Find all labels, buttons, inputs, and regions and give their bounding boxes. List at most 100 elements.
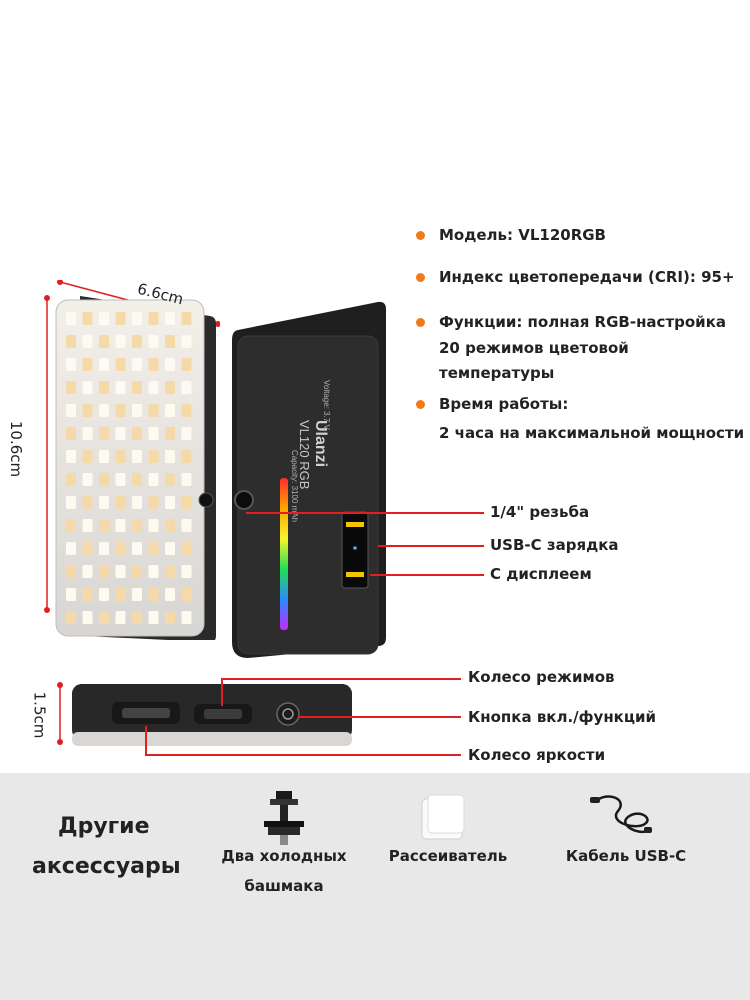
led [66, 496, 76, 509]
led [165, 358, 175, 371]
bullet-icon [416, 273, 425, 282]
led [165, 404, 175, 417]
led [181, 565, 192, 578]
callout-line-mode-v [221, 678, 223, 706]
led [132, 473, 142, 486]
led [99, 312, 109, 325]
led [181, 450, 192, 463]
led [115, 450, 126, 463]
led [82, 611, 93, 624]
led [115, 404, 126, 417]
led [66, 312, 76, 325]
led [148, 565, 159, 578]
diffuser-icon [421, 794, 465, 840]
callout-line-bright [145, 754, 461, 756]
led [181, 588, 192, 601]
led [66, 404, 76, 417]
led [82, 542, 93, 555]
led [148, 473, 159, 486]
led [148, 496, 159, 509]
spec-functions-3: температуры [439, 364, 555, 382]
led [165, 611, 175, 624]
spec-cri: Индекс цветопередачи (CRI): 95+ [439, 268, 735, 286]
usb-c-cable-icon [590, 795, 652, 834]
callout-line-power [298, 716, 461, 718]
led [115, 473, 126, 486]
dimension-height: 10.6cm [7, 420, 26, 478]
accessories-section: Другие аксессуары Два холодных башмака Р… [0, 773, 750, 1000]
led [181, 427, 192, 440]
device-model: VL120 RGB [297, 420, 312, 489]
led [132, 427, 142, 440]
led-grid [66, 312, 192, 624]
led [66, 335, 76, 348]
led [181, 496, 192, 509]
led [165, 542, 175, 555]
accessory-diffuser: Рассеиватель [388, 847, 508, 865]
led [99, 496, 109, 509]
led [82, 496, 93, 509]
led [66, 542, 76, 555]
accessory-cold-shoe: Два холодных [221, 847, 347, 865]
led [115, 565, 126, 578]
spec-functions: Функции: полная RGB-настройка [439, 313, 726, 331]
callout-thread: 1/4" резьба [490, 503, 590, 521]
led [132, 588, 142, 601]
led [82, 335, 93, 348]
led [99, 565, 109, 578]
bullet-icon [416, 231, 425, 240]
callout-line-thread [246, 512, 484, 514]
led [115, 381, 126, 394]
led [115, 519, 126, 532]
callout-line-usbc [378, 545, 484, 547]
led [115, 542, 126, 555]
led [181, 611, 192, 624]
led [148, 427, 159, 440]
led [82, 404, 93, 417]
led [165, 312, 175, 325]
led [82, 312, 93, 325]
led [148, 335, 159, 348]
cold-shoe-icon [264, 791, 304, 845]
callout-mode-wheel: Колесо режимов [468, 668, 615, 686]
led [115, 358, 126, 371]
callout-line-mode [221, 678, 461, 680]
led [99, 473, 109, 486]
led [66, 565, 76, 578]
led [99, 358, 109, 371]
led [148, 588, 159, 601]
led [82, 473, 93, 486]
led [99, 588, 109, 601]
led [148, 519, 159, 532]
accessories-heading: Другие [58, 814, 150, 839]
led [165, 496, 175, 509]
callout-power-button: Кнопка вкл./функций [468, 708, 656, 726]
led [82, 450, 93, 463]
led [181, 404, 192, 417]
accessory-usb-c-cable: Кабель USB-C [565, 847, 687, 865]
led [165, 450, 175, 463]
led [99, 381, 109, 394]
led [181, 358, 192, 371]
led [165, 335, 175, 348]
led [132, 611, 142, 624]
callout-line-bright-v [145, 726, 147, 756]
led [66, 358, 76, 371]
device-capacity: Capacity: 3100 mAh [290, 450, 299, 522]
led [132, 565, 142, 578]
spec-runtime-2: 2 часа на максимальной мощности [439, 424, 745, 442]
led [66, 427, 76, 440]
callout-brightness-wheel: Колесо яркости [468, 746, 606, 764]
light-panel-bottom [57, 682, 352, 746]
led [82, 427, 93, 440]
accessories-heading-2: аксессуары [32, 854, 181, 879]
led [165, 565, 175, 578]
led [181, 542, 192, 555]
callout-usbc: USB-C зарядка [490, 536, 619, 554]
led [115, 588, 126, 601]
device-voltage: Voltage: 3.7 V [322, 380, 331, 430]
led [148, 450, 159, 463]
led [132, 542, 142, 555]
dimension-thickness: 1.5cm [30, 691, 49, 739]
led [132, 358, 142, 371]
